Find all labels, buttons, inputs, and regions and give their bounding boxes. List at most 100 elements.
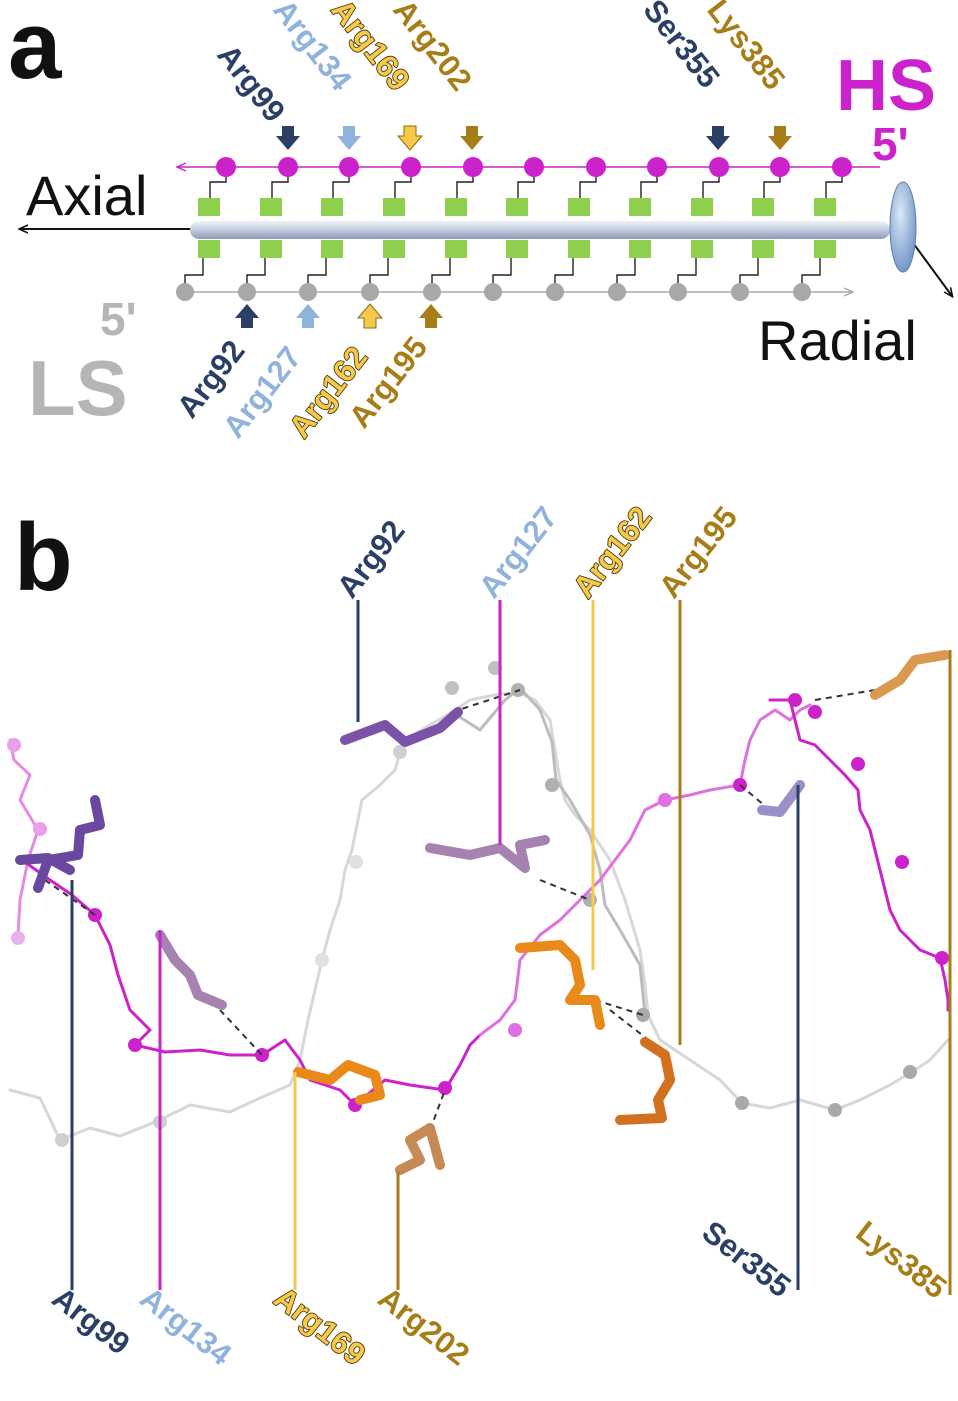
base-bottom-5 — [506, 240, 528, 258]
sidechain-lys385 — [870, 650, 950, 700]
arrow-arg134 — [337, 126, 361, 150]
hs-label-arg99: Arg99 — [210, 38, 292, 129]
ls-phosphates — [55, 661, 917, 1147]
arrow-ser355 — [706, 126, 730, 150]
ls-phosphate-7 — [608, 283, 626, 301]
base-top-3 — [383, 198, 405, 216]
base-top-8 — [691, 198, 713, 216]
arrow-arg195 — [419, 304, 443, 328]
top-leader-lines — [356, 600, 682, 1045]
arrow-arg169 — [396, 125, 424, 151]
sidechain-arg127 — [425, 835, 550, 873]
radial-label: Radial — [758, 309, 917, 372]
bottom-leader-lines — [70, 650, 952, 1295]
top-label-arg162: Arg162 — [566, 500, 658, 604]
arrow-arg92 — [235, 304, 259, 328]
base-top-10 — [814, 198, 836, 216]
ls-phosphate-4 — [423, 283, 441, 301]
top-label-arg92: Arg92 — [330, 514, 412, 605]
hs-phosphate-2 — [339, 157, 359, 177]
bottom-label-arg202: Arg202 — [372, 1280, 476, 1372]
hs-phosphate-4 — [463, 157, 483, 177]
base-bottom-4 — [445, 240, 467, 258]
hs-phosphate-9 — [770, 157, 790, 177]
hs-phosphate-6 — [586, 157, 606, 177]
ls-phosphate-2 — [299, 283, 317, 301]
hs-backbone — [8, 698, 950, 1107]
ls-phosphate-8 — [669, 283, 687, 301]
hs-phosphate-7 — [647, 157, 667, 177]
base-top-5 — [506, 198, 528, 216]
ls-residue-markers: Arg92 Arg127 Arg162 Arg195 — [170, 303, 443, 445]
base-top-1 — [260, 198, 282, 216]
strand-elements — [176, 157, 852, 301]
hs-residue-markers: Arg99 Arg134 Arg169 Arg202 Ser355 Lys385 — [210, 0, 792, 151]
ls-phosphate-1 — [238, 283, 256, 301]
panel-b-letter: b — [14, 504, 73, 611]
arrow-arg127 — [296, 304, 320, 328]
ls-phosphate-9 — [731, 283, 749, 301]
bottom-label-ser355: Ser355 — [696, 1214, 798, 1304]
hs-label: HS — [836, 46, 936, 126]
base-bottom-9 — [752, 240, 774, 258]
base-top-2 — [321, 198, 343, 216]
panel-b: b — [7, 499, 954, 1373]
sidechain-arg99-b — [15, 853, 75, 875]
hs-phosphate-10 — [832, 157, 852, 177]
sidechain-arg92 — [340, 707, 463, 747]
hs-phosphate-0 — [216, 157, 236, 177]
hs-phosphate-1 — [278, 157, 298, 177]
base-top-0 — [198, 198, 220, 216]
sidechain-ser355 — [757, 780, 805, 817]
ls-label: LS — [28, 344, 128, 432]
hs-phosphate-8 — [709, 157, 729, 177]
base-bottom-7 — [629, 240, 651, 258]
arrow-arg202 — [460, 126, 484, 150]
base-bottom-6 — [568, 240, 590, 258]
sidechain-arg99 — [33, 795, 105, 893]
base-top-4 — [445, 198, 467, 216]
ls-phosphate-0 — [176, 283, 194, 301]
bottom-label-arg99: Arg99 — [46, 1280, 137, 1362]
base-bottom-10 — [814, 240, 836, 258]
sidechain-arg134 — [155, 930, 227, 1010]
helix-axis-rod — [190, 221, 890, 239]
ls-phosphate-10 — [793, 283, 811, 301]
hs-five-prime: 5' — [872, 118, 909, 170]
panel-a: a Axial Radial HS 5' LS 5' Arg99 — [8, 0, 952, 445]
top-label-arg195: Arg195 — [652, 500, 744, 604]
base-bottom-2 — [321, 240, 343, 258]
bottom-label-arg169: Arg169 — [268, 1280, 372, 1372]
hs-phosphates — [7, 693, 949, 1112]
arrow-arg99 — [276, 126, 300, 150]
bottom-label-arg134: Arg134 — [134, 1280, 239, 1373]
ls-five-prime: 5' — [100, 293, 137, 345]
hs-phosphate-3 — [401, 157, 421, 177]
arrow-lys385 — [768, 126, 792, 150]
sidechain-arg162 — [515, 940, 605, 1030]
hs-phosphate-5 — [524, 157, 544, 177]
base-bottom-8 — [691, 240, 713, 258]
ls-phosphate-5 — [484, 283, 502, 301]
top-labels: Arg92 Arg127 Arg162 Arg195 — [330, 499, 744, 605]
sidechain-arg169 — [293, 1060, 385, 1105]
rod-end-disk — [889, 181, 917, 273]
base-bottom-1 — [260, 240, 282, 258]
axial-label: Axial — [26, 164, 147, 227]
base-top-7 — [629, 198, 651, 216]
ls-phosphate-3 — [361, 283, 379, 301]
panel-a-letter: a — [8, 0, 62, 99]
base-top-9 — [752, 198, 774, 216]
ls-phosphate-6 — [546, 283, 564, 301]
sidechain-arg202 — [395, 1123, 445, 1175]
top-label-arg127: Arg127 — [472, 500, 564, 604]
base-top-6 — [568, 198, 590, 216]
base-bottom-0 — [198, 240, 220, 258]
bottom-label-lys385: Lys385 — [850, 1214, 954, 1306]
arrow-arg162 — [356, 303, 384, 329]
side-chains — [15, 650, 950, 1175]
ls-backbone — [8, 686, 950, 1142]
base-bottom-3 — [383, 240, 405, 258]
bottom-labels: Arg99 Arg134 Arg169 Arg202 Ser355 Lys385 — [46, 1214, 954, 1373]
